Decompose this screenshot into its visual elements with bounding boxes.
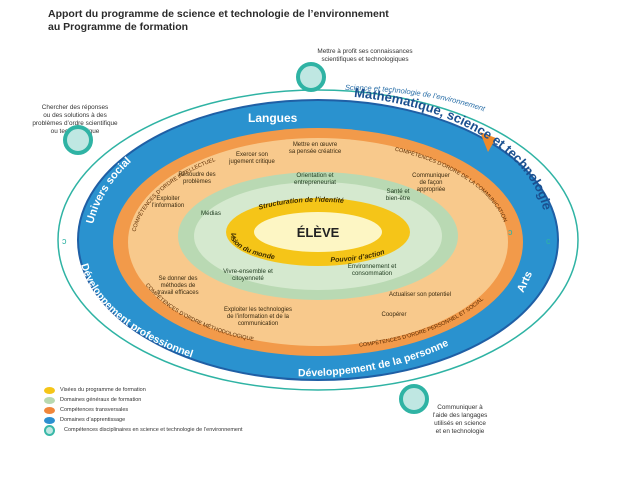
gd-medias: Médias xyxy=(201,210,221,217)
center-label: ÉLÈVE xyxy=(297,225,340,240)
cc-potentiel: Actualiser son potentiel xyxy=(389,292,451,298)
legend-item: Domaines généraux de formation xyxy=(44,395,243,405)
teal-node-bottom xyxy=(399,384,429,414)
ring-mark-left: ↄ xyxy=(62,236,67,246)
learning-domains-highlight xyxy=(77,99,559,381)
legend-swatch-aims xyxy=(44,386,55,394)
legend-swatch-learning xyxy=(44,416,55,424)
legend-swatch-disciplinary xyxy=(44,424,55,436)
teal-node-left xyxy=(63,125,93,155)
legend-swatch-cross xyxy=(44,406,55,414)
center-ellipse xyxy=(254,212,382,252)
cc-cooperer: Coopérer xyxy=(381,312,406,318)
legend-item: Domaines d’apprentissage xyxy=(44,415,243,425)
ring-mark-mid: ↄ xyxy=(508,227,513,237)
note-bottom: Communiquer à l’aide des langages utilis… xyxy=(432,404,488,435)
title-line-1: Apport du programme de science et techno… xyxy=(48,8,389,20)
legend-item: Compétences disciplinaires en science et… xyxy=(44,424,243,436)
legend-swatch-general xyxy=(44,396,55,404)
orange-arrow-icon xyxy=(480,132,496,152)
page-title: Apport du programme de science et techno… xyxy=(48,8,389,34)
title-line-2: au Programme de formation xyxy=(48,21,189,33)
ring-mark-right: c xyxy=(546,236,551,246)
note-top: Mettre à profit ses connaissances scient… xyxy=(317,48,413,63)
teal-node-top xyxy=(296,62,326,92)
legend-item: Compétences transversales xyxy=(44,405,243,415)
legend-item: Visées du programme de formation xyxy=(44,385,243,395)
domain-langues: Langues xyxy=(248,111,298,125)
legend: Visées du programme de formation Domaine… xyxy=(44,385,243,436)
